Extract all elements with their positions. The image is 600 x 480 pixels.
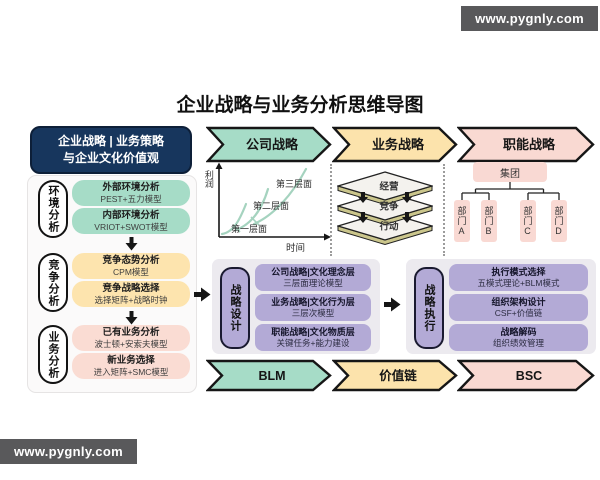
- banner-functional-strategy: 职能战略: [457, 126, 595, 163]
- horizon3-label: 第三层面: [276, 179, 313, 189]
- horizon1-curve: [220, 202, 248, 236]
- left-analysis-panel: 环境分析 外部环境分析 PEST+五力模型 内部环境分析 VRIOT+SWOT模…: [27, 175, 197, 393]
- strategy-design-panel: 战略设计 公司战略|文化理念层 三层面理论模型 业务战略|文化行为层 三层次模型…: [212, 259, 380, 354]
- item-title: 竞争战略选择: [102, 283, 160, 295]
- item-title: 战略解码: [500, 327, 537, 337]
- chevron-shape: [457, 126, 595, 163]
- banner-value-chain: 价值链: [332, 359, 458, 392]
- strategy-execution-panel: 战略执行 执行模式选择 五模式理论+BLM模式 组织架构设计 CSF+价值链 战…: [406, 259, 596, 354]
- y-axis-arrow-icon: [215, 162, 223, 169]
- chart-x-label: 时间: [286, 243, 306, 254]
- item-title: 内部环境分析: [102, 210, 160, 222]
- dotted-separator: [330, 164, 332, 256]
- item-title: 公司战略|文化理念层: [271, 267, 355, 277]
- item-sub: 选择矩阵+战略时钟: [94, 294, 168, 305]
- down-arrow-icon: [125, 311, 138, 325]
- chevron-shape: [206, 359, 332, 392]
- banner-company-strategy: 公司战略: [206, 126, 332, 163]
- env-item-external: 外部环境分析 PEST+五力模型: [72, 180, 190, 206]
- org-root: 集团: [473, 162, 547, 182]
- item-title: 组织架构设计: [491, 297, 546, 307]
- banner-label: BSC: [516, 369, 542, 383]
- exec-item-structure: 组织架构设计 CSF+价值链: [449, 294, 588, 321]
- banner-label: 价值链: [379, 368, 417, 383]
- item-sub: 三层次模型: [291, 307, 335, 318]
- item-title: 竞争态势分析: [102, 255, 160, 267]
- chevron-shape: [457, 359, 595, 392]
- watermark-bottom: www.pygnly.com: [0, 439, 137, 464]
- strategy-execution-label: 战略执行: [414, 267, 444, 349]
- item-title: 外部环境分析: [102, 182, 160, 194]
- group-label-competition: 竞争分析: [38, 253, 68, 312]
- exec-item-mode: 执行模式选择 五模式理论+BLM模式: [449, 264, 588, 291]
- three-horizons-chart: [215, 162, 331, 241]
- item-title: 业务战略|文化行为层: [271, 297, 355, 307]
- page-title: 企业战略与业务分析思维导图: [176, 95, 424, 116]
- chevron-shape: [332, 126, 458, 163]
- layer-stack-diagram: 经营 竞争 行动: [337, 171, 433, 246]
- org-chart: 集团 部门A 部门B 部门C 部门D: [450, 160, 598, 244]
- item-title: 职能战略|文化物质层: [271, 327, 355, 337]
- header-line2: 与企业文化价值观: [62, 151, 159, 165]
- right-arrow-icon: [384, 297, 401, 312]
- down-arrow-icon: [125, 237, 138, 251]
- item-sub: CPM模型: [113, 266, 149, 277]
- design-item-company: 公司战略|文化理念层 三层面理论模型: [255, 264, 371, 291]
- biz-item-new: 新业务选择 进入矩阵+SMC模型: [72, 353, 190, 379]
- exec-item-decode: 战略解码 组织绩效管理: [449, 324, 588, 351]
- group-label-business: 业务分析: [38, 325, 68, 384]
- stack-layer-label: 竞争: [378, 201, 399, 213]
- org-dept-a: 部门A: [454, 200, 470, 242]
- chevron-shape: [332, 359, 458, 392]
- chart-y-label: 利润: [203, 170, 214, 188]
- banner-label: BLM: [258, 369, 285, 383]
- item-sub: PEST+五力模型: [100, 193, 162, 204]
- banner-label: 公司战略: [246, 137, 299, 152]
- strategy-design-label: 战略设计: [220, 267, 250, 349]
- item-title: 执行模式选择: [491, 267, 546, 277]
- banner-label: 职能战略: [503, 137, 556, 152]
- comp-item-situation: 竞争态势分析 CPM模型: [72, 253, 190, 279]
- biz-item-existing: 已有业务分析 波士顿+安索夫模型: [72, 325, 190, 351]
- banner-label: 业务战略: [372, 137, 425, 152]
- banner-bsc: BSC: [457, 359, 595, 392]
- right-arrow-icon: [194, 287, 211, 302]
- item-sub: 关键任务+能力建设: [276, 337, 350, 348]
- design-item-business: 业务战略|文化行为层 三层次模型: [255, 294, 371, 321]
- item-sub: 三层面理论模型: [283, 277, 343, 288]
- left-panel-header: 企业战略 | 业务策略 与企业文化价值观: [30, 126, 192, 174]
- chevron-shape: [206, 126, 332, 163]
- group-label-environment: 环境分析: [38, 180, 68, 238]
- design-item-functional: 职能战略|文化物质层 关键任务+能力建设: [255, 324, 371, 351]
- stack-layer-label: 行动: [378, 221, 399, 233]
- item-sub: 五模式理论+BLM模式: [477, 277, 560, 288]
- stack-down-arrows: [358, 192, 412, 223]
- dotted-separator: [443, 164, 445, 256]
- org-dept-c: 部门C: [520, 200, 536, 242]
- item-sub: CSF+价值链: [494, 307, 543, 318]
- org-dept-b: 部门B: [481, 200, 497, 242]
- horizon1-label: 第一层面: [231, 224, 268, 234]
- item-title: 新业务选择: [107, 355, 155, 367]
- item-sub: 组织绩效管理: [492, 337, 544, 348]
- env-item-internal: 内部环境分析 VRIOT+SWOT模型: [72, 208, 190, 234]
- banner-business-strategy: 业务战略: [332, 126, 458, 163]
- stack-layer-label: 经营: [379, 181, 399, 193]
- org-dept-d: 部门D: [551, 200, 567, 242]
- banner-blm: BLM: [206, 359, 332, 392]
- comp-item-choice: 竞争战略选择 选择矩阵+战略时钟: [72, 281, 190, 307]
- x-axis-arrow-icon: [324, 233, 331, 241]
- horizon3-curve: [252, 167, 308, 226]
- org-connectors: [461, 182, 560, 200]
- horizon2-curve: [234, 187, 270, 232]
- header-line1: 企业战略 | 业务策略: [57, 133, 165, 148]
- horizon2-label: 第二层面: [253, 201, 290, 211]
- item-title: 已有业务分析: [102, 327, 160, 339]
- watermark-top: www.pygnly.com: [461, 6, 598, 31]
- curve-branch-ticks: [232, 216, 260, 233]
- item-sub: VRIOT+SWOT模型: [94, 221, 168, 232]
- item-sub: 进入矩阵+SMC模型: [93, 366, 169, 377]
- item-sub: 波士顿+安索夫模型: [94, 338, 168, 349]
